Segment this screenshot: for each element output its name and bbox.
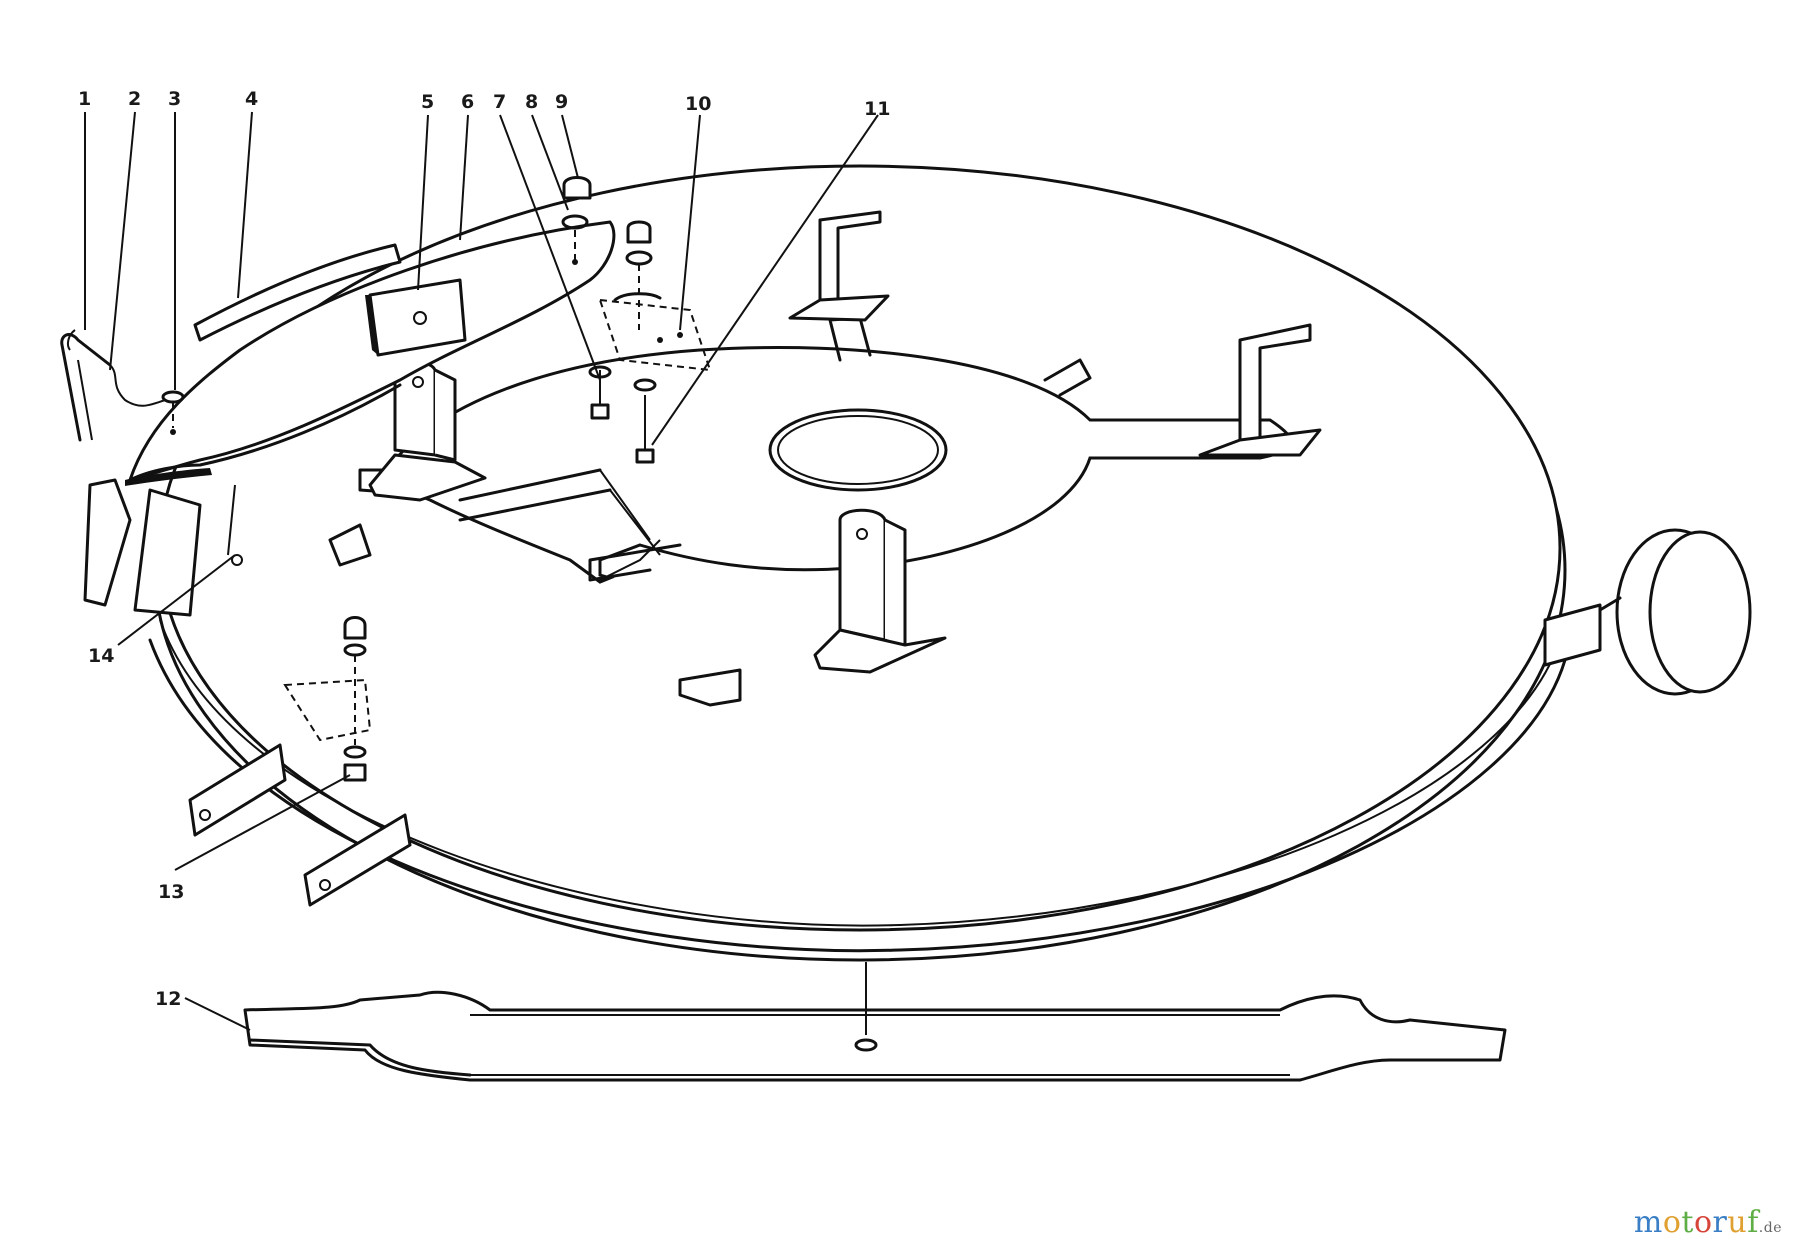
callout-labels: 1 2 3 4 5 6 7 8 9 10 11 12 13 14 <box>78 88 890 1010</box>
watermark-suffix: .de <box>1758 1220 1782 1236</box>
callout-7: 7 <box>493 91 506 113</box>
mount-bracket-rear <box>788 210 890 322</box>
callout-2: 2 <box>128 88 141 110</box>
mount-post-left <box>368 360 487 502</box>
screw-7 <box>588 365 612 420</box>
watermark-letter: u <box>1727 1205 1748 1240</box>
callout-9: 9 <box>555 91 568 113</box>
callout-14: 14 <box>88 645 114 667</box>
washer-3 <box>161 390 185 435</box>
leader-lines <box>84 111 879 1031</box>
mount-post-center <box>813 508 947 674</box>
bracket-10 <box>598 292 712 372</box>
cable <box>109 364 166 407</box>
watermark-letter: r <box>1712 1205 1728 1240</box>
gauge-wheel <box>1543 528 1752 696</box>
callout-4: 4 <box>245 88 258 110</box>
mount-bracket-right <box>1198 323 1322 457</box>
callout-3: 3 <box>168 88 181 110</box>
callout-8: 8 <box>525 91 538 113</box>
watermark-letter: f <box>1747 1205 1759 1240</box>
callout-1: 1 <box>78 88 91 110</box>
chute-screw <box>227 484 243 566</box>
watermark-letter: m <box>1633 1205 1663 1240</box>
washer-8 <box>561 214 589 230</box>
watermark-letter: o <box>1662 1205 1682 1240</box>
watermark-letter: t <box>1681 1205 1694 1240</box>
callout-13: 13 <box>158 881 184 903</box>
callout-5: 5 <box>421 91 434 113</box>
blade <box>243 962 1507 1082</box>
callout-10: 10 <box>685 93 711 115</box>
watermark-logo: motoruf.de <box>1634 1205 1782 1240</box>
discharge-chute <box>83 220 616 617</box>
deck-clip-left <box>328 523 372 567</box>
pad <box>365 278 467 357</box>
callout-6: 6 <box>461 91 474 113</box>
hardware-stack-right <box>625 220 653 330</box>
nut-9 <box>562 176 592 200</box>
callout-12: 12 <box>155 988 181 1010</box>
hitch-brackets <box>188 616 412 907</box>
watermark-letter: o <box>1693 1205 1713 1240</box>
chute-deflector <box>193 243 402 342</box>
bolt-11 <box>633 378 657 464</box>
callout-11: 11 <box>864 98 890 120</box>
deck-clip-front <box>678 668 742 707</box>
hairpin-cotter <box>60 329 112 442</box>
